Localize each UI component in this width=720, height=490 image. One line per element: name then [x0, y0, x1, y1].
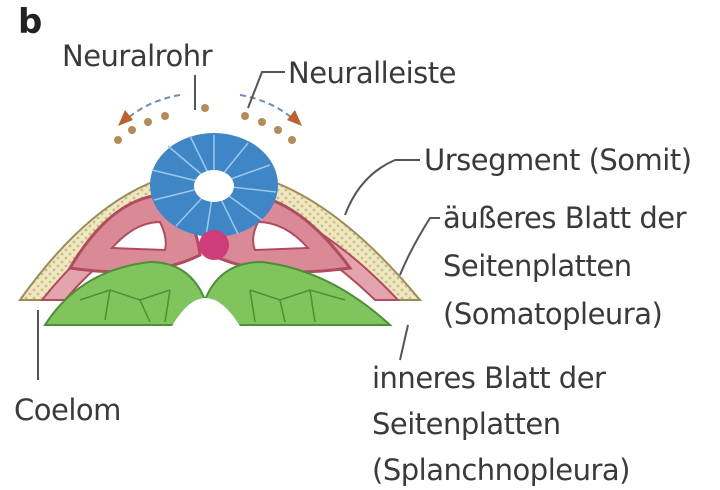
arrowhead-right [287, 110, 302, 126]
label-coelom: Coelom [14, 392, 121, 428]
label-inneres-1: inneres Blatt der [372, 360, 605, 396]
label-inneres-2: Seitenplatten [372, 406, 561, 442]
leader-inneres [400, 325, 408, 360]
notochord [199, 230, 229, 260]
label-aeusseres-3: (Somatopleura) [443, 296, 662, 332]
leader-neuralleiste [248, 72, 285, 108]
label-ursegment: Ursegment (Somit) [424, 142, 692, 178]
label-inneres-3: (Splanchnopleura) [372, 452, 630, 488]
leader-ursegment [345, 160, 420, 215]
leader-aeusseres [400, 218, 440, 275]
neural-canal [194, 170, 234, 202]
arrowhead-left [118, 110, 133, 126]
label-neuralrohr: Neuralrohr [62, 38, 212, 74]
label-neuralleiste: Neuralleiste [288, 55, 456, 91]
arrow-left [128, 95, 180, 118]
label-aeusseres-1: äußeres Blatt der [443, 200, 686, 236]
label-aeusseres-2: Seitenplatten [443, 248, 632, 284]
